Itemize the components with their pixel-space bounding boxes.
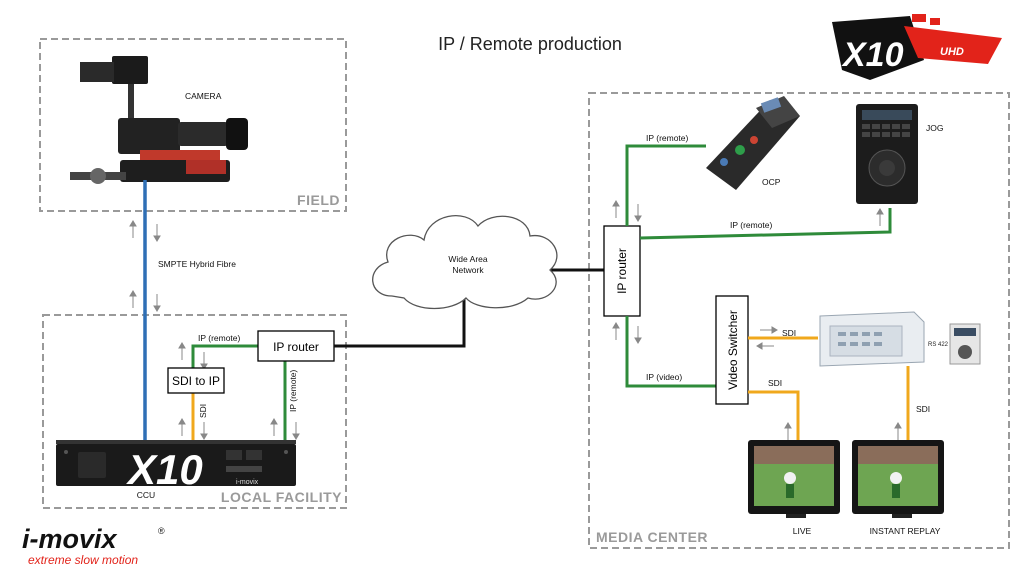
local-facility-zone-label: LOCAL FACILITY [221, 489, 342, 505]
badge-sub: UHD [940, 46, 964, 58]
media-center-zone [588, 92, 1010, 549]
remote-controller-icon [949, 323, 981, 365]
ip-router-local-label: IP router [273, 340, 319, 354]
wan-label-line2: Network [452, 265, 484, 275]
field-zone-label: FIELD [297, 192, 340, 208]
sdi-local-label: SDI [198, 404, 208, 418]
ip-remote-local-label: IP (remote) [198, 333, 241, 343]
diagram-title: IP / Remote production [438, 34, 622, 54]
local-facility-zone [42, 314, 347, 509]
sdi-to-ip-label: SDI to IP [172, 374, 220, 388]
sdi-to-ip-box [167, 367, 225, 394]
ip-remote-ocp-label: IP (remote) [646, 133, 689, 143]
logo-brand: i-movix [22, 524, 118, 554]
smpte-fibre-label: SMPTE Hybrid Fibre [158, 259, 236, 269]
wan-label-line1: Wide Area [448, 254, 487, 264]
ip-remote-ocp-link [625, 144, 706, 226]
video-switcher-box [715, 295, 749, 405]
local-wan-link [334, 296, 466, 348]
ccu-brand: X10 [126, 446, 203, 493]
ocp-panel-icon [706, 96, 800, 190]
imovix-logo: i-movix ® extreme slow motion [22, 524, 165, 567]
ip-video-label: IP (video) [646, 372, 682, 382]
replay-server-icon [819, 311, 925, 367]
sdi-server-label: SDI [782, 328, 796, 338]
sdi-live-link [748, 390, 800, 442]
instant-replay-monitor-icon [852, 440, 944, 518]
jog-label: JOG [926, 123, 943, 133]
media-direction-arrows [612, 200, 902, 440]
ip-remote-ccu-label: IP (remote) [288, 369, 298, 412]
camera-icon [70, 56, 248, 184]
video-switcher-label: Video Switcher [726, 310, 740, 390]
badge-brand: X10 [841, 36, 904, 74]
ccu-label: CCU [137, 490, 155, 500]
ip-remote-jog-link [639, 208, 892, 240]
media-center-zone-label: MEDIA CENTER [596, 529, 708, 545]
live-monitor-icon [748, 440, 840, 518]
logo-registered: ® [158, 526, 165, 536]
ip-video-link [625, 316, 716, 388]
wan-cloud [372, 215, 558, 310]
jog-controller-icon [856, 104, 918, 204]
x10-uhd-badge: X10 UHD [832, 14, 1002, 80]
live-label: LIVE [793, 526, 812, 536]
ip-router-media-box [603, 225, 641, 317]
camera-label: CAMERA [185, 91, 222, 101]
ip-router-media-label: IP router [615, 248, 629, 294]
ip-remote-local-link [191, 344, 258, 368]
sdi-replay-label: SDI [916, 404, 930, 414]
ccu-maker: i-movix [236, 479, 259, 486]
field-zone [39, 38, 347, 212]
logo-tagline: extreme slow motion [28, 553, 138, 567]
fibre-direction-arrows [129, 220, 161, 312]
local-direction-arrows [178, 342, 300, 440]
ip-remote-jog-label: IP (remote) [730, 220, 773, 230]
ccu-unit: X10 i-movix [56, 440, 296, 493]
ocp-label: OCP [762, 177, 781, 187]
rs422-label: RS 422 [928, 342, 949, 348]
instant-replay-label: INSTANT REPLAY [870, 526, 941, 536]
sdi-live-label: SDI [768, 378, 782, 388]
